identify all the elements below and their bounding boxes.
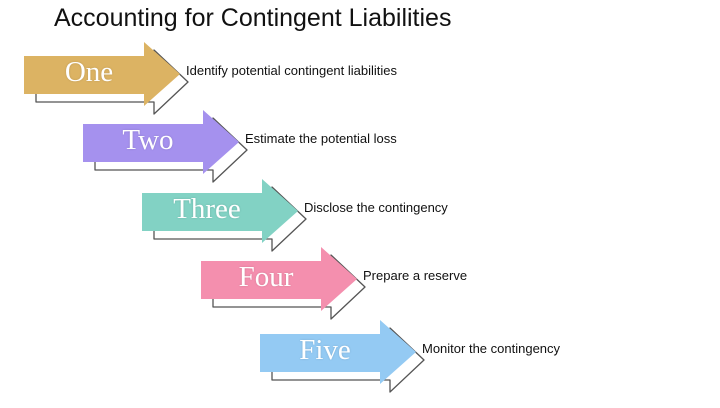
step-one: One Identify potential contingent liabil…	[24, 40, 544, 130]
step-description: Prepare a reserve	[363, 268, 468, 283]
step-description: Disclose the contingency	[304, 200, 448, 215]
step-four: Four Prepare a reserve	[201, 245, 720, 335]
diagram-title: Accounting for Contingent Liabilities	[54, 4, 452, 32]
arrow-fill	[142, 179, 298, 243]
step-number: Four	[238, 261, 294, 293]
step-number: Five	[299, 334, 351, 366]
arrow-fill	[201, 247, 357, 311]
step-two: Two Estimate the potential loss	[83, 108, 603, 198]
step-five: Five Monitor the contingency	[260, 318, 720, 408]
step-three: Three Disclose the contingency	[142, 177, 662, 267]
arrow-fill	[260, 320, 416, 384]
arrow-shape	[83, 110, 248, 183]
arrow-shape	[24, 42, 189, 115]
step-number: Three	[173, 193, 241, 225]
arrow-shape	[260, 320, 425, 393]
step-description: Estimate the potential loss	[245, 131, 397, 146]
step-description: Monitor the contingency	[422, 341, 561, 356]
arrow-shape	[142, 179, 307, 252]
step-description: Identify potential contingent liabilitie…	[186, 63, 398, 78]
arrow-fill	[24, 42, 180, 106]
arrow-shape	[201, 247, 366, 320]
step-number: One	[64, 56, 114, 88]
arrow-fill	[83, 110, 239, 174]
step-number: Two	[122, 124, 174, 156]
